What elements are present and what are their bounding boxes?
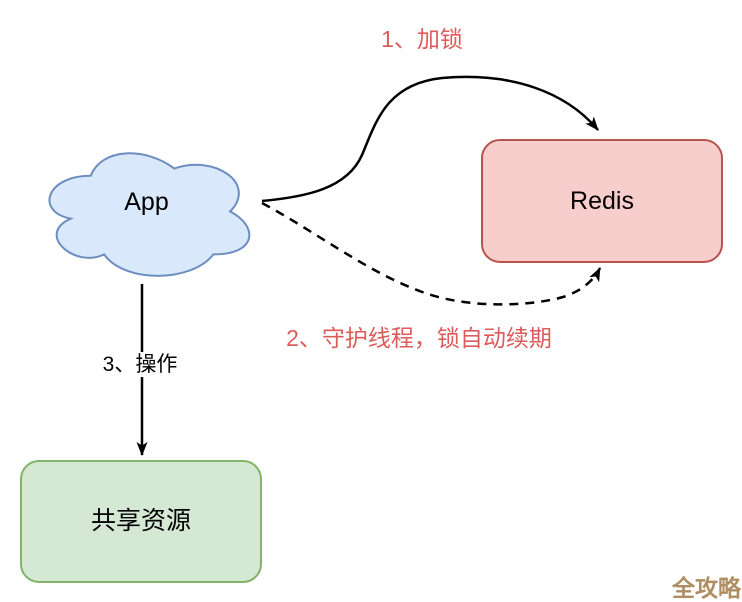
shared-resource-node-label: 共享资源 xyxy=(90,507,191,535)
edge-label-step2-renew: 2、守护线程，锁自动续期 xyxy=(286,325,552,351)
redis-node-label: Redis xyxy=(570,187,634,215)
redis-box-shape xyxy=(481,139,723,263)
edge-label-step3-operate: 3、操作 xyxy=(99,352,181,378)
watermark-text: 全攻略 xyxy=(672,575,741,601)
app-node-label: App xyxy=(124,188,169,216)
edge-lock-arrow xyxy=(261,75,599,203)
edge-renew-arrow xyxy=(261,201,602,306)
app-cloud-shape xyxy=(48,152,251,277)
edge-label-step1-lock: 1、加锁 xyxy=(381,26,463,52)
shared-resource-box-shape xyxy=(20,460,262,583)
